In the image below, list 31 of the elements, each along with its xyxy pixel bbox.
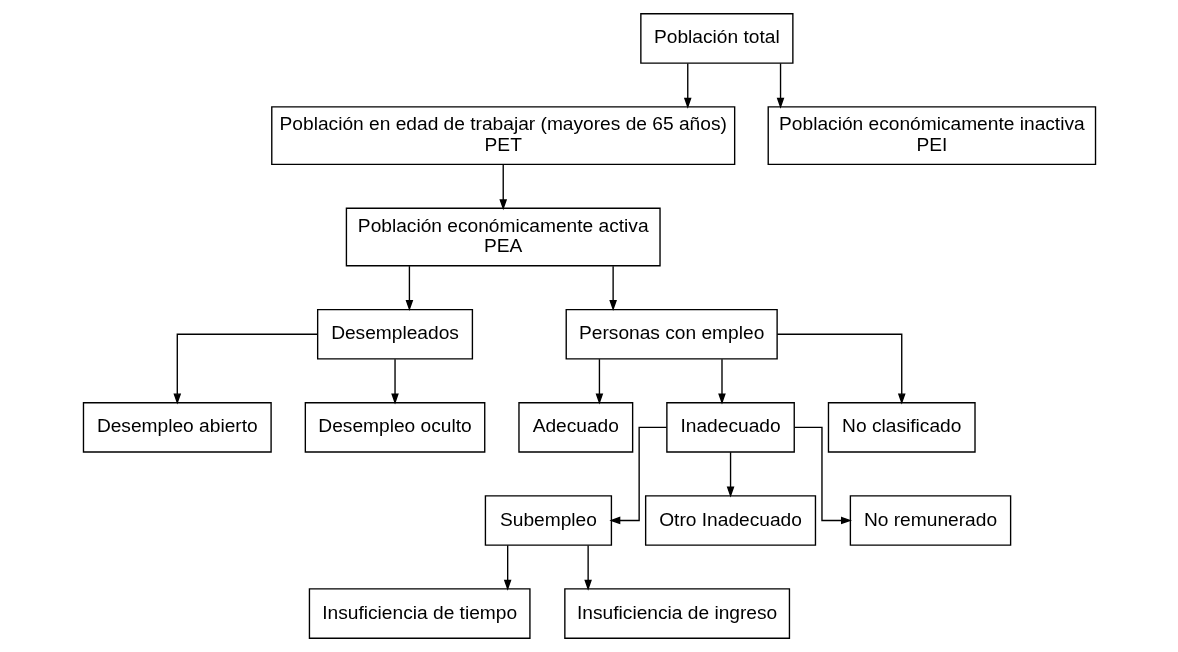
node-box: Población total xyxy=(639,13,794,64)
node-box: Población económicamente activa PEA xyxy=(345,207,661,267)
arrow xyxy=(776,62,784,109)
node-box: Población económicamente inactiva PEI xyxy=(767,106,1096,166)
arrow xyxy=(608,426,667,525)
node-box: Otro Inadecuado xyxy=(644,495,816,546)
node-box: No remunerado xyxy=(849,495,1011,546)
node-box: Subempleo xyxy=(484,495,612,546)
node-box: Insuficiencia de ingreso xyxy=(563,588,790,639)
node-box: Adecuado xyxy=(517,402,633,453)
arrow xyxy=(717,358,726,405)
arrow xyxy=(503,544,511,591)
arrow xyxy=(793,426,852,525)
arrow xyxy=(172,333,318,405)
node-box: No clasificado xyxy=(827,402,976,453)
node-box: Desempleados xyxy=(316,308,473,360)
arrow xyxy=(405,265,413,312)
node-box: Población en edad de trabajar (mayores de 65 años) PET xyxy=(270,106,735,166)
node-box: Desempleo abierto xyxy=(82,402,272,453)
arrow xyxy=(595,358,603,405)
node-box: Personas con empleo xyxy=(565,308,778,360)
node-box: Desempleo oculto xyxy=(304,402,485,453)
arrow xyxy=(498,163,507,211)
arrow xyxy=(608,265,617,312)
arrow xyxy=(726,451,734,498)
arrow xyxy=(776,333,906,405)
arrow xyxy=(683,62,692,109)
node-box: Inadecuado xyxy=(665,402,795,453)
node-box: Insuficiencia de tiempo xyxy=(308,588,531,639)
arrow xyxy=(583,544,592,591)
arrow xyxy=(390,358,399,405)
